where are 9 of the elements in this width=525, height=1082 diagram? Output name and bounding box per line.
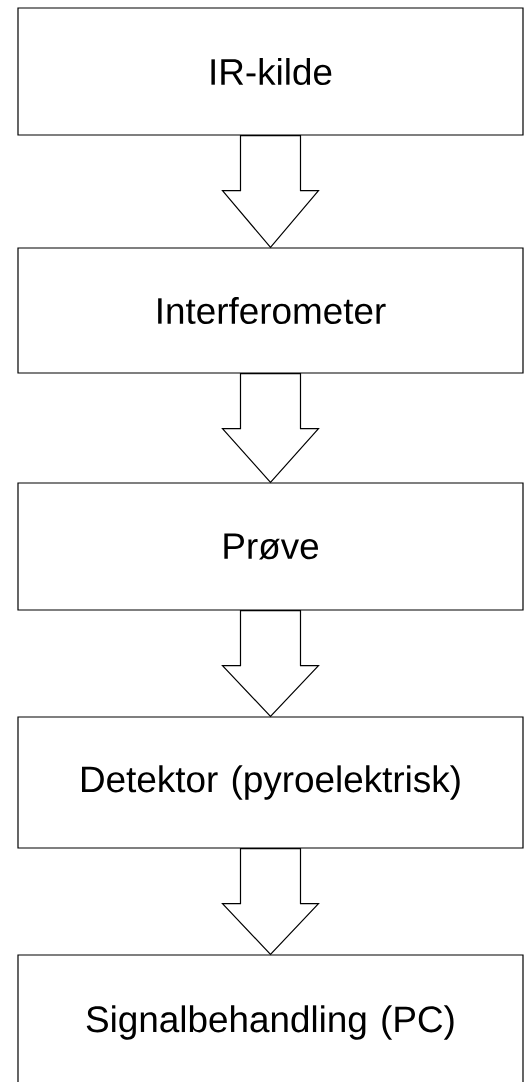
block-arrow [221, 135, 320, 249]
block-arrow [221, 610, 320, 718]
process-box: Detektor (pyroelektrisk) [17, 716, 524, 849]
process-box: IR-kilde [17, 7, 524, 136]
block-arrow [221, 848, 320, 956]
process-box: Signalbehandling (PC) [17, 954, 524, 1082]
block-arrow [221, 373, 320, 484]
process-box: Interferometer [17, 247, 524, 374]
process-box: Prøve [17, 482, 524, 611]
